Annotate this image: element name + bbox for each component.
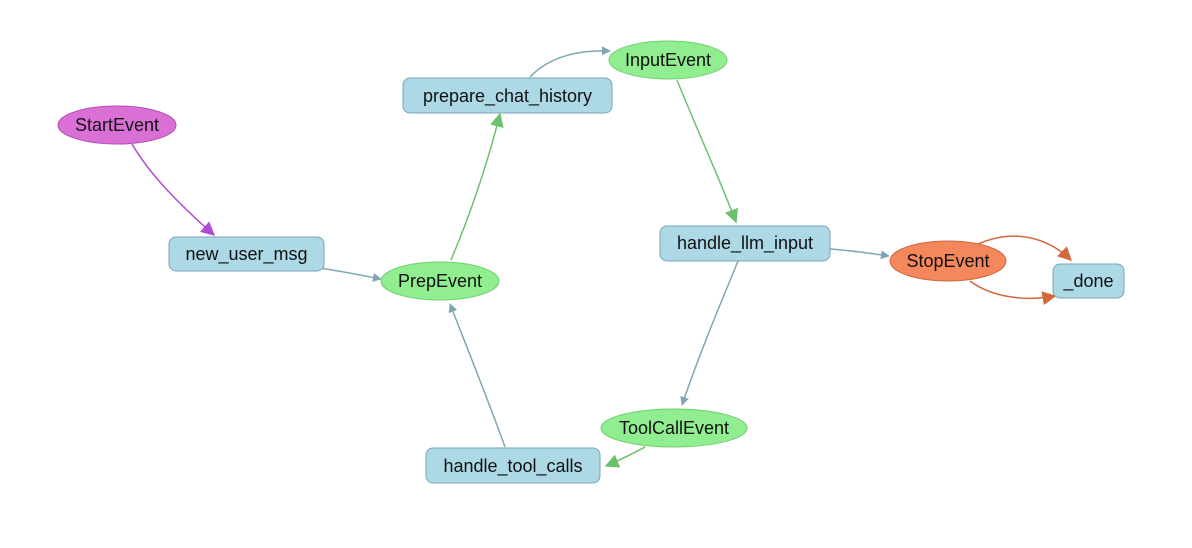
nodes: StartEvent new_user_msg PrepEvent prepar…: [57, 40, 1125, 484]
node-done[interactable]: _done: [1052, 263, 1125, 299]
node-stop-event-label: StopEvent: [906, 251, 989, 271]
node-prepare-chat-history-label: prepare_chat_history: [423, 86, 592, 107]
node-handle-tool-calls[interactable]: handle_tool_calls: [425, 447, 601, 484]
node-handle-tool-calls-label: handle_tool_calls: [443, 456, 582, 477]
node-tool-call-event[interactable]: ToolCallEvent: [600, 408, 748, 448]
node-input-event-label: InputEvent: [625, 50, 711, 70]
node-new-user-msg[interactable]: new_user_msg: [168, 236, 325, 272]
edge-handle-llm-input-to-tool-call-event: [680, 260, 739, 406]
edge-handle-tool-calls-to-prep-event: [448, 303, 506, 448]
node-handle-llm-input-label: handle_llm_input: [677, 233, 813, 254]
node-new-user-msg-label: new_user_msg: [185, 244, 307, 265]
edge-input-event-to-handle-llm-input: [676, 79, 739, 224]
edge-tool-call-event-to-handle-tool-calls: [604, 446, 646, 468]
edge-prepare-chat-history-to-input-event: [529, 46, 611, 78]
node-input-event[interactable]: InputEvent: [608, 40, 728, 80]
node-start-event-label: StartEvent: [75, 115, 159, 135]
node-tool-call-event-label: ToolCallEvent: [619, 418, 729, 438]
node-done-label: _done: [1062, 271, 1113, 292]
edge-prep-event-to-prepare-chat-history: [450, 112, 504, 261]
node-prep-event[interactable]: PrepEvent: [380, 261, 500, 301]
edge-start-to-new-user-msg: [131, 143, 216, 236]
node-start-event[interactable]: StartEvent: [57, 105, 177, 145]
edge-handle-llm-input-to-stop-event: [828, 248, 890, 260]
edge-new-user-msg-to-prep-event: [319, 267, 382, 282]
edges: [131, 46, 1073, 468]
edge-stop-event-to-done-upper: [977, 235, 1073, 261]
node-handle-llm-input[interactable]: handle_llm_input: [659, 225, 831, 262]
edge-stop-event-to-done-lower: [969, 280, 1057, 306]
node-stop-event[interactable]: StopEvent: [889, 240, 1007, 282]
node-prep-event-label: PrepEvent: [398, 271, 482, 291]
node-prepare-chat-history[interactable]: prepare_chat_history: [402, 77, 613, 114]
